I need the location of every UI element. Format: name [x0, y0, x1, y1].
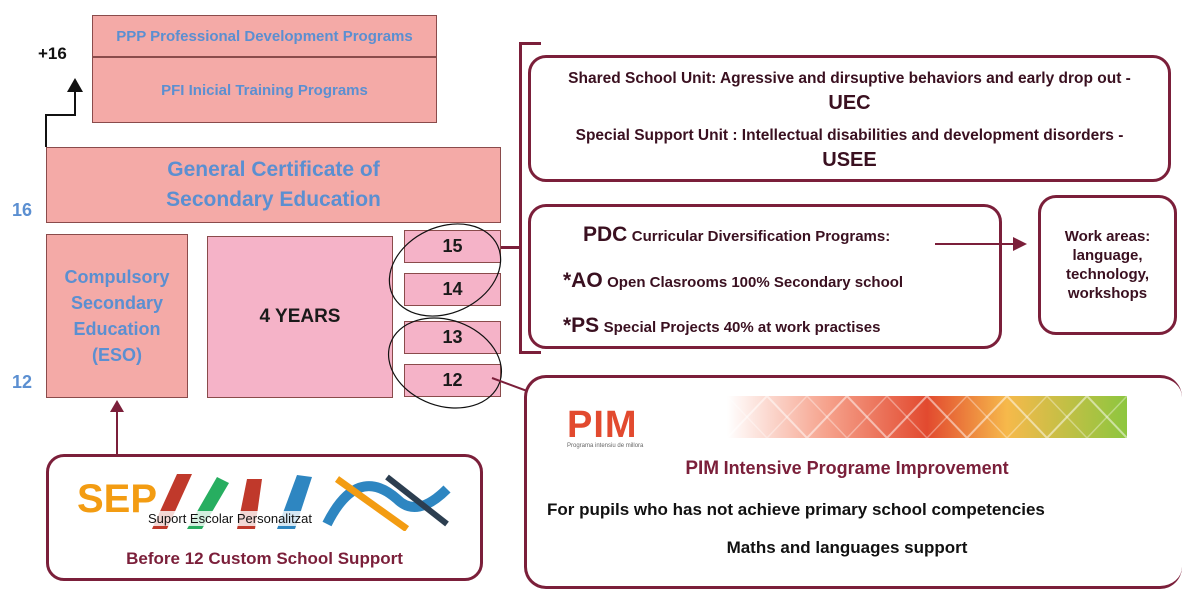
four-years-box: 4 YEARS [207, 236, 393, 398]
gcse-line1: General Certificate of [167, 158, 380, 181]
pdc-work-arrow-line [935, 243, 1015, 245]
pim-logo-caption: Programa intensiu de millora [567, 443, 644, 449]
usee-text: Special Support Unit : Intellectual disa… [575, 127, 1124, 144]
age-box-14: 14 [404, 273, 501, 306]
age-box-15: 15 [404, 230, 501, 263]
work-areas-line2: language, [1072, 247, 1143, 264]
arrow-line-up [74, 88, 76, 116]
uec-text: Shared School Unit: Agressive and dirsup… [568, 70, 1131, 87]
ppp-program-box: PPP Professional Development Programs [92, 15, 437, 57]
pdc-box: PDC Curricular Diversification Programs:… [528, 204, 1002, 349]
age-label-16: 16 [12, 200, 33, 220]
uec-line: Shared School Unit: Agressive and dirsup… [559, 66, 1140, 117]
gcse-line2: Secondary Education [166, 188, 381, 211]
sep-eso-arrow-line [116, 410, 118, 454]
bracket-bottom [519, 351, 541, 354]
sep-caption: Before 12 Custom School Support [126, 549, 403, 568]
sep-logo-caption: Suport Escolar Personalitzat [145, 511, 316, 526]
ellipse-15-14-icon [388, 223, 502, 317]
eso-line1: Compulsory [64, 267, 170, 287]
pim-line2: Maths and languages support [726, 538, 968, 557]
uec-code: UEC [828, 92, 871, 114]
shared-units-box: Shared School Unit: Agressive and dirsup… [528, 55, 1171, 182]
pim-title: Intensive Programe Improvement [723, 458, 1009, 478]
age-box-12: 12 [404, 364, 501, 397]
age-label-12: 12 [12, 372, 33, 392]
bracket-connector [501, 246, 521, 249]
sep-box: SEP Suport Escolar Personalitzat Before … [46, 454, 483, 581]
pim-logo: PIM Programa intensiu de millora [567, 404, 717, 449]
bracket-top [519, 42, 541, 45]
arrow-line-vertical [45, 115, 47, 147]
ao-text: Open Clasrooms 100% Secondary school [607, 274, 904, 291]
eso-line2: Secondary [70, 293, 164, 313]
work-areas-line3: technology, [1065, 266, 1150, 283]
ao-line: *AO Open Clasrooms 100% Secondary school [563, 269, 903, 293]
eso-box: Compulsory Secondary Education (ESO) [46, 234, 188, 398]
sep-logo-text: SEP [77, 477, 158, 521]
arrow-line-horizontal [45, 114, 75, 116]
pim-mosaic-banner [727, 396, 1127, 438]
usee-line: Special Support Unit : Intellectual disa… [559, 123, 1140, 174]
arrow-head-up-maroon-icon [110, 400, 124, 412]
ao-code: *AO [563, 269, 603, 292]
pdc-label: Curricular Diversification Programs: [631, 228, 891, 245]
eso-line4: (ESO) [91, 345, 142, 365]
pdc-code: PDC [583, 223, 628, 246]
pdc-title-line: PDC Curricular Diversification Programs: [583, 223, 890, 247]
work-areas-line1: Work areas: [1064, 228, 1151, 245]
arrow-head-right-icon [1013, 237, 1027, 251]
pim-code: PIM [685, 458, 720, 479]
pim-box: PIM Programa intensiu de millora PIM Int… [524, 375, 1182, 589]
ps-code: *PS [563, 314, 600, 337]
gcse-box: General Certificate of Secondary Educati… [46, 147, 501, 223]
bracket-vertical [519, 42, 522, 354]
usee-code: USEE [822, 149, 877, 171]
pfi-program-box: PFI Inicial Training Programs [92, 57, 437, 123]
pim-title-line: PIM Intensive Programe Improvement [527, 458, 1167, 480]
ps-line: *PS Special Projects 40% at work practis… [563, 314, 880, 338]
age-box-13: 13 [404, 321, 501, 354]
sep-logo: SEP Suport Escolar Personalitzat [77, 469, 457, 531]
pim-line1: For pupils who has not achieve primary s… [547, 500, 1045, 519]
eso-line3: Education [73, 319, 161, 339]
work-areas-line4: workshops [1067, 285, 1148, 302]
ellipse-13-12-icon [387, 317, 503, 409]
arrow-head-up-icon [67, 78, 83, 92]
age-label-plus16: +16 [38, 44, 67, 63]
ps-text: Special Projects 40% at work practises [603, 319, 881, 336]
work-areas-box: Work areas: language, technology, worksh… [1038, 195, 1177, 335]
pim-logo-text: PIM [567, 404, 638, 446]
